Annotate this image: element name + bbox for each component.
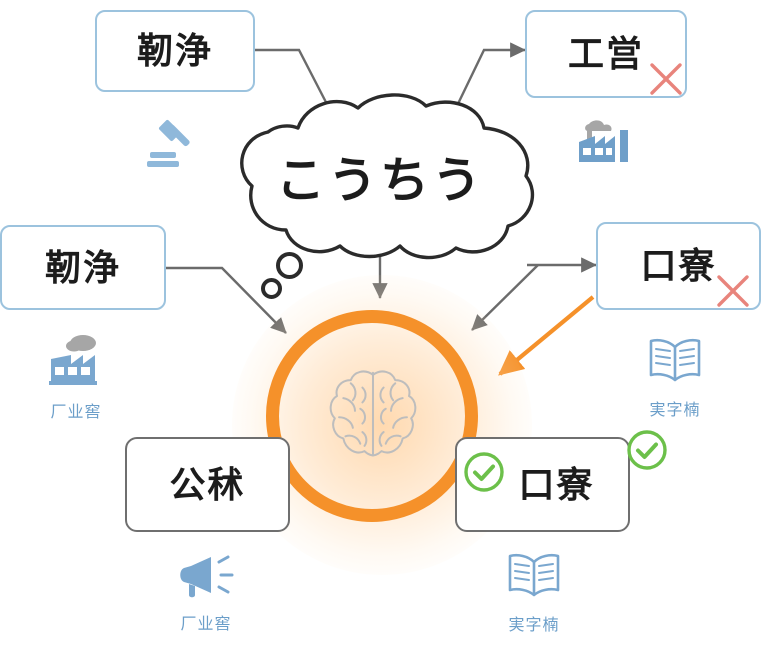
deco-book-right: 実字楠	[646, 335, 704, 420]
deco-factory-left-label: 厂业窖	[50, 404, 102, 421]
thought-dot-large	[276, 252, 303, 279]
node-bottom-left[interactable]: 公秫	[125, 437, 290, 532]
deco-megaphone: 厂业窖	[175, 553, 237, 634]
deco-gavel	[142, 118, 198, 181]
cross-icon-top-right	[650, 63, 682, 95]
deco-factory-left: 厂业窖	[45, 333, 107, 422]
factory-icon	[579, 120, 628, 162]
deco-book-right-label: 実字楠	[649, 402, 701, 419]
check-icon-outer	[627, 430, 667, 470]
node-mid-left-label: 靭浄	[44, 246, 121, 288]
node-mid-right[interactable]: 口寮	[596, 222, 761, 310]
factory-smoke-icon	[49, 335, 97, 385]
thought-dot-small	[261, 278, 282, 299]
node-top-left[interactable]: 靭浄	[95, 10, 255, 92]
node-top-left-label: 靭浄	[136, 30, 213, 71]
node-mid-left[interactable]: 靭浄	[0, 225, 166, 310]
node-mid-right-label: 口寮	[640, 245, 717, 286]
open-book-icon	[508, 553, 560, 597]
deco-megaphone-label: 厂业窖	[180, 616, 232, 633]
node-bottom-left-label: 公秫	[169, 463, 246, 505]
gavel-icon	[147, 120, 190, 167]
cross-icon-mid-right	[717, 275, 749, 307]
check-icon-inner	[464, 452, 504, 492]
megaphone-icon	[180, 555, 234, 598]
thought-bubble: こうちう	[218, 92, 542, 260]
deco-book-bottom-label: 実字楠	[508, 617, 560, 634]
node-top-right[interactable]: 工営	[525, 10, 687, 98]
thought-bubble-outline	[240, 93, 535, 260]
node-top-right-label: 工営	[567, 33, 644, 74]
deco-book-bottom: 実字楠	[505, 550, 563, 635]
deco-factory-top	[575, 116, 633, 177]
node-bottom-right-label: 口寮	[518, 463, 595, 505]
thought-bubble-text: こうちう	[275, 153, 484, 208]
brain-icon	[329, 370, 417, 457]
open-book-icon	[649, 338, 701, 382]
